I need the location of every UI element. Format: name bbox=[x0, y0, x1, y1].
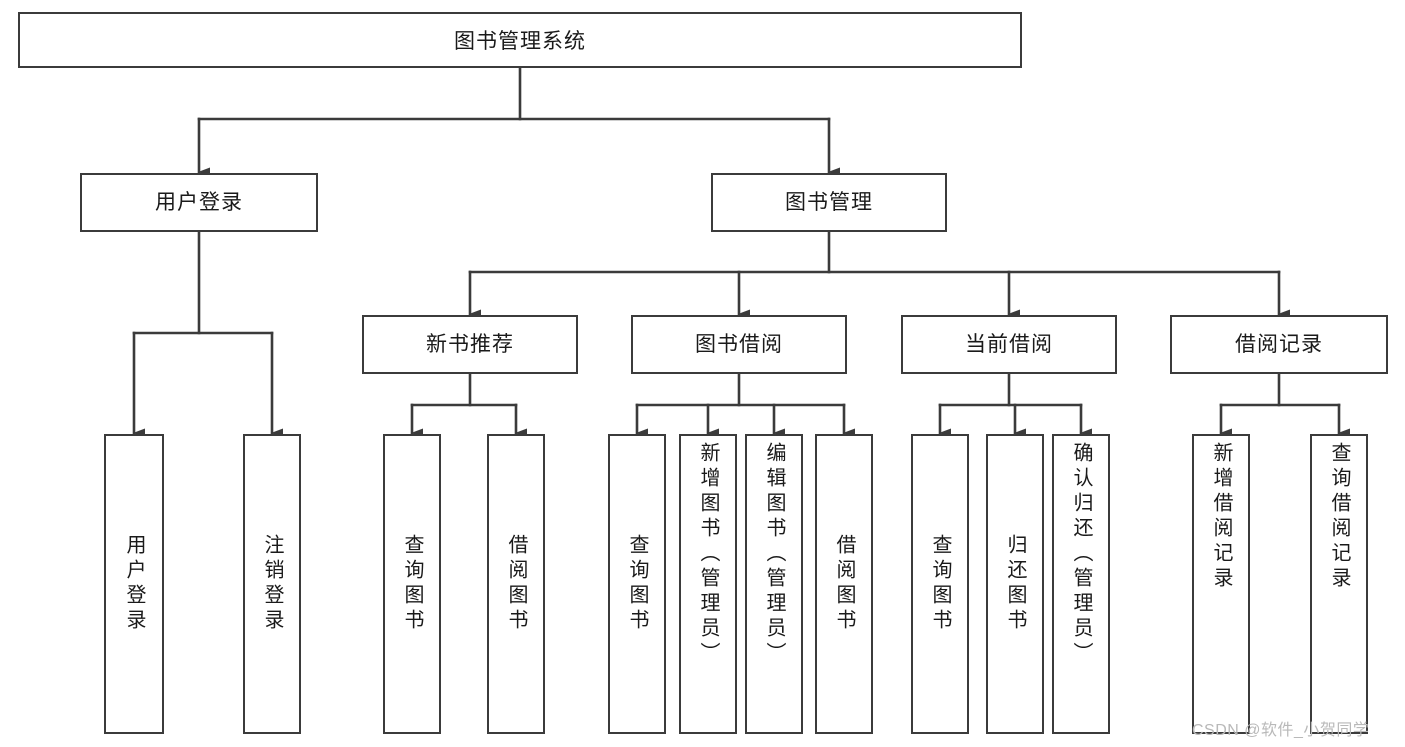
node-label: 用户登录 bbox=[123, 534, 145, 634]
node-label: 查询图书 bbox=[626, 534, 648, 634]
node-label: 确认归还（管理员） bbox=[1070, 442, 1092, 667]
csdn-watermark: CSDN @软件_小贺同学 bbox=[1192, 722, 1370, 739]
node-leaf-borrow-book-borrow[interactable]: 借阅图书 bbox=[815, 434, 873, 734]
node-label: 用户登录 bbox=[155, 190, 243, 214]
node-label: 当前借阅 bbox=[965, 332, 1053, 356]
node-leaf-user-login[interactable]: 用户登录 bbox=[104, 434, 164, 734]
node-leaf-query-book-recommend[interactable]: 查询图书 bbox=[383, 434, 441, 734]
node-root-system[interactable]: 图书管理系统 bbox=[18, 12, 1022, 68]
node-leaf-query-book-borrow[interactable]: 查询图书 bbox=[608, 434, 666, 734]
node-leaf-logout-login[interactable]: 注销登录 bbox=[243, 434, 301, 734]
node-label: 借阅记录 bbox=[1235, 332, 1323, 356]
node-label: 归还图书 bbox=[1004, 534, 1026, 634]
node-leaf-query-borrow-record[interactable]: 查询借阅记录 bbox=[1310, 434, 1368, 734]
node-new-book-recommend[interactable]: 新书推荐 bbox=[362, 315, 578, 374]
node-leaf-borrow-book-recommend[interactable]: 借阅图书 bbox=[487, 434, 545, 734]
node-label: 查询图书 bbox=[929, 534, 951, 634]
node-leaf-confirm-return-admin[interactable]: 确认归还（管理员） bbox=[1052, 434, 1110, 734]
node-label: 注销登录 bbox=[261, 534, 283, 634]
node-label: 图书管理 bbox=[785, 190, 873, 214]
node-book-manage[interactable]: 图书管理 bbox=[711, 173, 947, 232]
node-leaf-add-book-admin[interactable]: 新增图书（管理员） bbox=[679, 434, 737, 734]
node-user-login[interactable]: 用户登录 bbox=[80, 173, 318, 232]
node-label: 图书管理系统 bbox=[454, 30, 586, 53]
node-label: 新增借阅记录 bbox=[1210, 442, 1232, 592]
node-label: 借阅图书 bbox=[505, 534, 527, 634]
node-label: 图书借阅 bbox=[695, 332, 783, 356]
node-current-borrow[interactable]: 当前借阅 bbox=[901, 315, 1117, 374]
node-leaf-return-book[interactable]: 归还图书 bbox=[986, 434, 1044, 734]
node-leaf-edit-book-admin[interactable]: 编辑图书（管理员） bbox=[745, 434, 803, 734]
node-book-borrow[interactable]: 图书借阅 bbox=[631, 315, 847, 374]
node-leaf-add-borrow-record[interactable]: 新增借阅记录 bbox=[1192, 434, 1250, 734]
node-label: 新增图书（管理员） bbox=[697, 442, 719, 667]
node-leaf-query-book-current[interactable]: 查询图书 bbox=[911, 434, 969, 734]
node-label: 借阅图书 bbox=[833, 534, 855, 634]
node-label: 新书推荐 bbox=[426, 332, 514, 356]
node-borrow-record[interactable]: 借阅记录 bbox=[1170, 315, 1388, 374]
node-label: 编辑图书（管理员） bbox=[763, 442, 785, 667]
node-label: 查询图书 bbox=[401, 534, 423, 634]
node-label: 查询借阅记录 bbox=[1328, 442, 1350, 592]
